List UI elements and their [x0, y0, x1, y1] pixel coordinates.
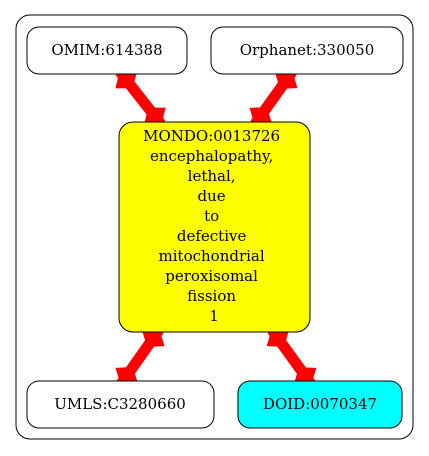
node-mondo-label-line: MONDO:0013726 — [143, 127, 280, 145]
node-mondo-label-line: mitochondrial — [159, 247, 265, 265]
edge-omim-mondo — [115, 68, 166, 128]
node-mondo-label: MONDO:0013726 encephalopathy, lethal, du… — [143, 127, 285, 325]
node-doid-label-line: DOID:0070347 — [263, 395, 377, 413]
node-orphanet-label-line: Orphanet:330050 — [240, 41, 375, 59]
node-orphanet[interactable]: Orphanet:330050 — [210, 26, 404, 75]
node-mondo-label-line: encephalopathy, — [150, 147, 273, 165]
node-omim-label-line: OMIM:614388 — [51, 41, 162, 59]
cluster-border — [15, 14, 414, 440]
node-umls-label: UMLS:C3280660 — [54, 395, 186, 413]
node-mondo-label-line: peroxisomal — [165, 267, 258, 285]
node-mondo[interactable]: MONDO:0013726 encephalopathy, lethal, du… — [118, 121, 311, 333]
edge-orphanet-mondo — [249, 68, 298, 128]
node-mondo-label-line: to — [204, 207, 219, 225]
edges-layer — [115, 68, 317, 388]
edge-mondo-umls — [115, 326, 165, 388]
node-mondo-label-line: 1 — [209, 307, 219, 325]
node-umls-label-line: UMLS:C3280660 — [54, 395, 186, 413]
node-orphanet-label: Orphanet:330050 — [240, 41, 375, 59]
edge-mondo-doid — [266, 326, 317, 388]
node-mondo-label-line: lethal, — [188, 167, 236, 185]
node-doid[interactable]: DOID:0070347 — [237, 380, 403, 429]
node-mondo-label-line: due — [198, 187, 226, 205]
node-mondo-label-line: defective — [177, 227, 247, 245]
node-umls[interactable]: UMLS:C3280660 — [26, 380, 215, 429]
node-mondo-label-line: fission — [187, 287, 236, 305]
node-omim-label: OMIM:614388 — [51, 41, 162, 59]
node-omim[interactable]: OMIM:614388 — [26, 26, 188, 75]
node-doid-label: DOID:0070347 — [263, 395, 377, 413]
